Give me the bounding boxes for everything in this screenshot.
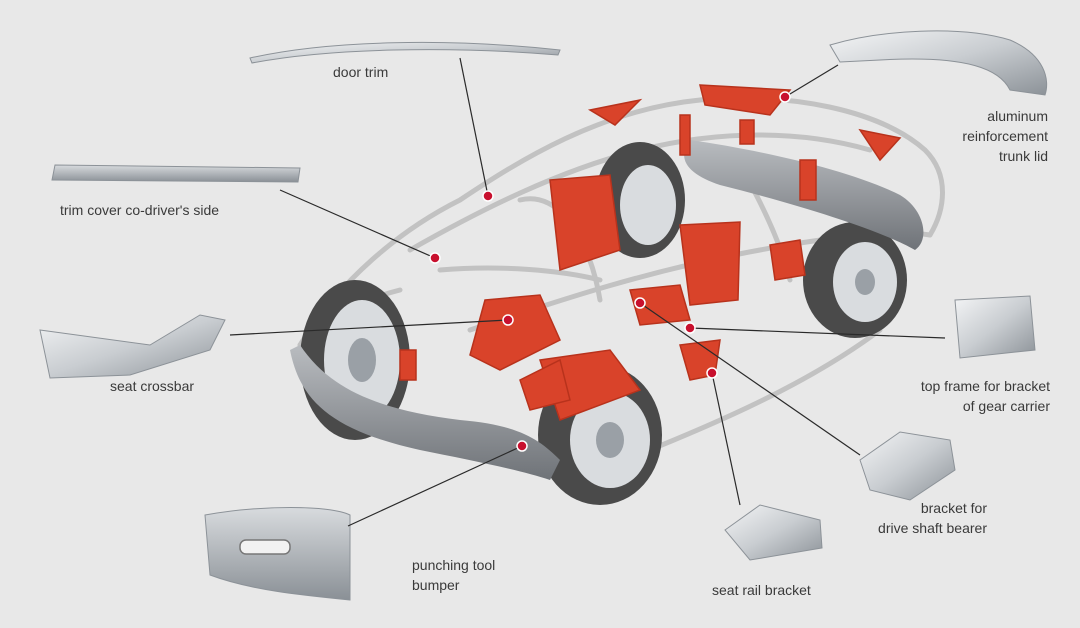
marker-seat-rail [706, 367, 718, 379]
label-punching-line-2: bumper [412, 577, 460, 593]
marker-door-trim [482, 190, 494, 202]
label-seat-rail-bracket: seat rail bracket [712, 582, 811, 598]
label-trim-cover: trim cover co-driver's side [60, 202, 220, 218]
leader-lines [229, 57, 946, 527]
aluminum-reinforcement-part [829, 30, 1048, 96]
label-top-frame-line-2: of gear carrier [962, 398, 1050, 414]
label-aluminum-line-3: trunk lid [998, 148, 1048, 164]
label-bracket-line-1: bracket for [920, 500, 987, 516]
trim-cover-part [51, 164, 301, 183]
marker-drive-shaft [634, 297, 646, 309]
label-punching-line-1: punching tool [412, 557, 496, 573]
marker-aluminum [779, 91, 791, 103]
front-bumper [290, 345, 560, 480]
marker-top-frame [684, 322, 696, 334]
label-aluminum-reinforcement: aluminum reinforcement trunk lid [962, 106, 1048, 166]
label-aluminum-line-2: reinforcement [962, 128, 1048, 144]
seat-rail-bracket-part [724, 504, 823, 561]
label-drive-shaft-bracket: bracket for drive shaft bearer [878, 498, 987, 538]
label-punching-tool-bumper: punching tool bumper [412, 555, 495, 595]
drive-shaft-bracket-part [859, 431, 956, 501]
marker-bumper [516, 440, 528, 452]
label-aluminum-line-1: aluminum [987, 108, 1048, 124]
label-top-frame-line-1: top frame for bracket [920, 378, 1050, 394]
label-top-frame: top frame for bracket of gear carrier [921, 376, 1050, 416]
marker-points [429, 91, 791, 452]
door-trim-part [249, 41, 561, 64]
label-seat-crossbar: seat crossbar [110, 378, 195, 394]
label-bracket-line-2: drive shaft bearer [878, 520, 987, 536]
marker-trim-cover [429, 252, 441, 264]
seat-crossbar-part [39, 314, 226, 379]
red-structural-parts [399, 84, 902, 421]
wheel-rear-right [803, 222, 907, 338]
marker-seat-crossbar [502, 314, 514, 326]
bumper-punch-slot [239, 539, 291, 555]
label-door-trim: door trim [333, 64, 389, 80]
top-frame-part [954, 295, 1036, 359]
